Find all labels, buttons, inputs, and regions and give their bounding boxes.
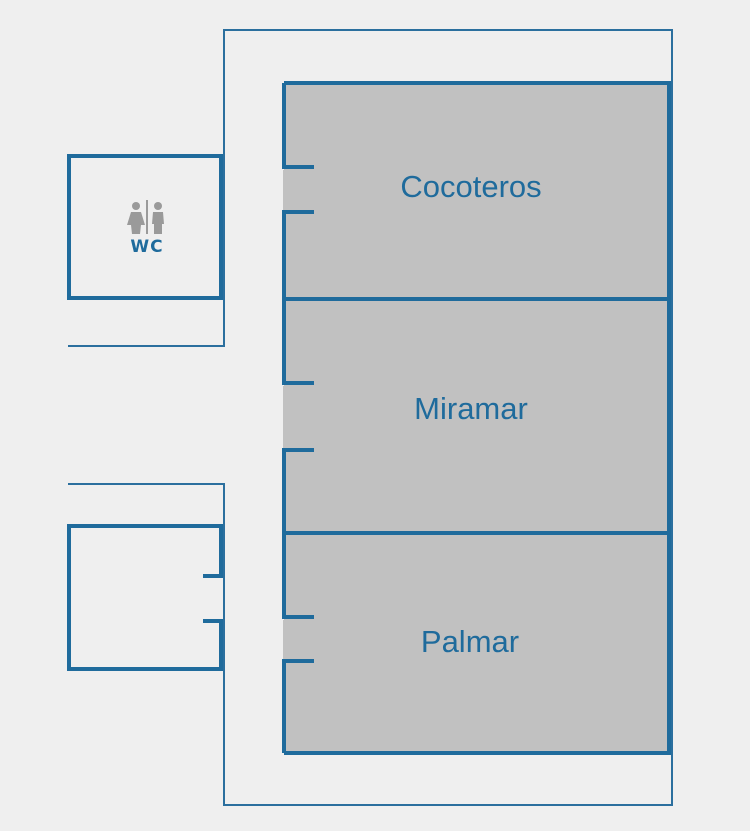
restroom[interactable]: WC (67, 154, 223, 300)
room-miramar[interactable] (284, 299, 669, 533)
room-label-palmar: Palmar (421, 624, 519, 659)
restroom-label: WC (130, 237, 163, 257)
left-wall-segment (282, 448, 314, 619)
room-label-cocoteros: Cocoteros (400, 169, 541, 204)
rooms-block (282, 81, 671, 755)
room-palmar[interactable] (284, 533, 669, 753)
room-label-miramar: Miramar (414, 391, 528, 426)
restroom-wall (67, 154, 223, 300)
corridor-outline (68, 29, 673, 806)
restroom-icon (127, 200, 164, 234)
door-cocoteros[interactable] (283, 170, 286, 210)
door-miramar[interactable] (283, 386, 286, 448)
side-room-wall (67, 524, 223, 671)
rooms-outer-wall (284, 81, 671, 755)
room-cocoteros[interactable] (284, 83, 669, 299)
left-wall-segment (282, 659, 314, 753)
side-room-door[interactable] (219, 579, 223, 619)
left-wall-segment (282, 83, 314, 169)
side-room[interactable] (67, 524, 223, 671)
left-wall-segment (282, 210, 314, 385)
door-palmar[interactable] (283, 620, 286, 659)
